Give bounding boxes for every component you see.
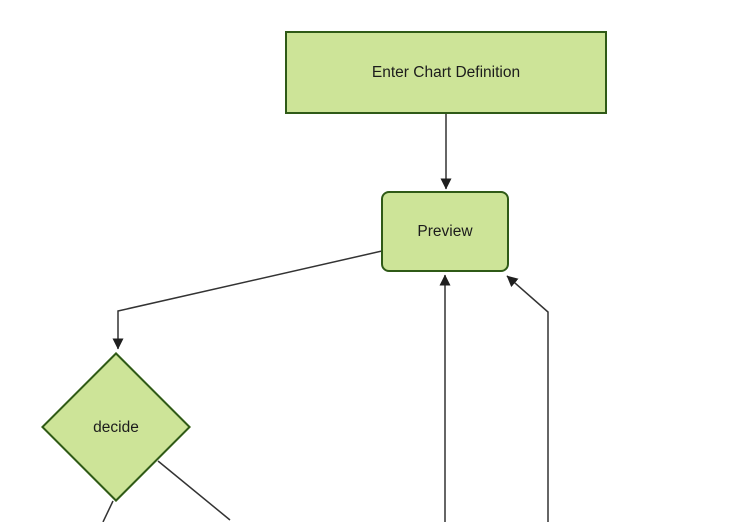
edge-offscreen-bottomright-to-preview bbox=[506, 275, 549, 522]
node-enter-chart-definition: Enter Chart Definition bbox=[285, 31, 607, 114]
node-preview-label: Preview bbox=[417, 222, 473, 240]
node-enter-chart-definition-label: Enter Chart Definition bbox=[371, 63, 521, 81]
edge-preview-to-decide bbox=[112, 250, 383, 350]
edge-decide-to-offscreen-right bbox=[157, 460, 231, 521]
edge-decide-to-offscreen-left bbox=[102, 500, 114, 522]
node-preview: Preview bbox=[381, 191, 509, 272]
